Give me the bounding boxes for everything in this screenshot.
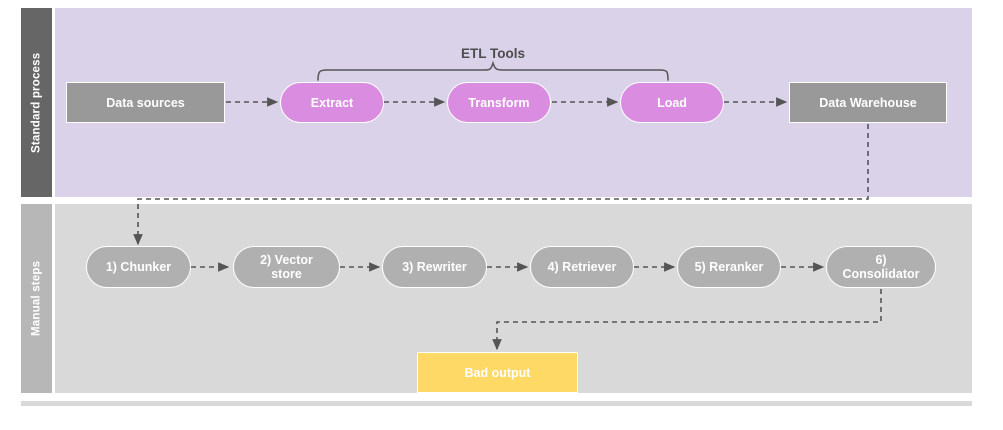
node-data-sources[interactable]: Data sources (66, 82, 225, 123)
lane-standard-process-band (21, 8, 52, 197)
lane-manual-steps-band (21, 204, 52, 393)
etl-tools-label: ETL Tools (461, 46, 525, 61)
node-data-warehouse[interactable]: Data Warehouse (789, 82, 947, 123)
node-consolidator-line2: Consolidator (842, 267, 920, 281)
node-extract[interactable]: Extract (280, 82, 384, 123)
node-reranker[interactable]: 5) Reranker (677, 246, 781, 288)
node-vector-store-line1: 2) Vector (260, 253, 313, 267)
lane-manual-steps-label: Manual steps (30, 260, 43, 337)
node-chunker[interactable]: 1) Chunker (86, 246, 191, 288)
footer-divider-line (21, 401, 972, 406)
node-transform[interactable]: Transform (447, 82, 551, 123)
node-consolidator-line1: 6) (875, 253, 887, 267)
node-bad-output[interactable]: Bad output (417, 352, 578, 393)
node-retriever[interactable]: 4) Retriever (530, 246, 634, 288)
node-consolidator[interactable]: 6) Consolidator (826, 246, 936, 288)
node-vector-store[interactable]: 2) Vector store (233, 246, 340, 288)
node-rewriter[interactable]: 3) Rewriter (382, 246, 487, 288)
node-vector-store-line2: store (271, 267, 302, 281)
lane-standard-process-label: Standard process (30, 52, 43, 153)
node-load[interactable]: Load (620, 82, 724, 123)
